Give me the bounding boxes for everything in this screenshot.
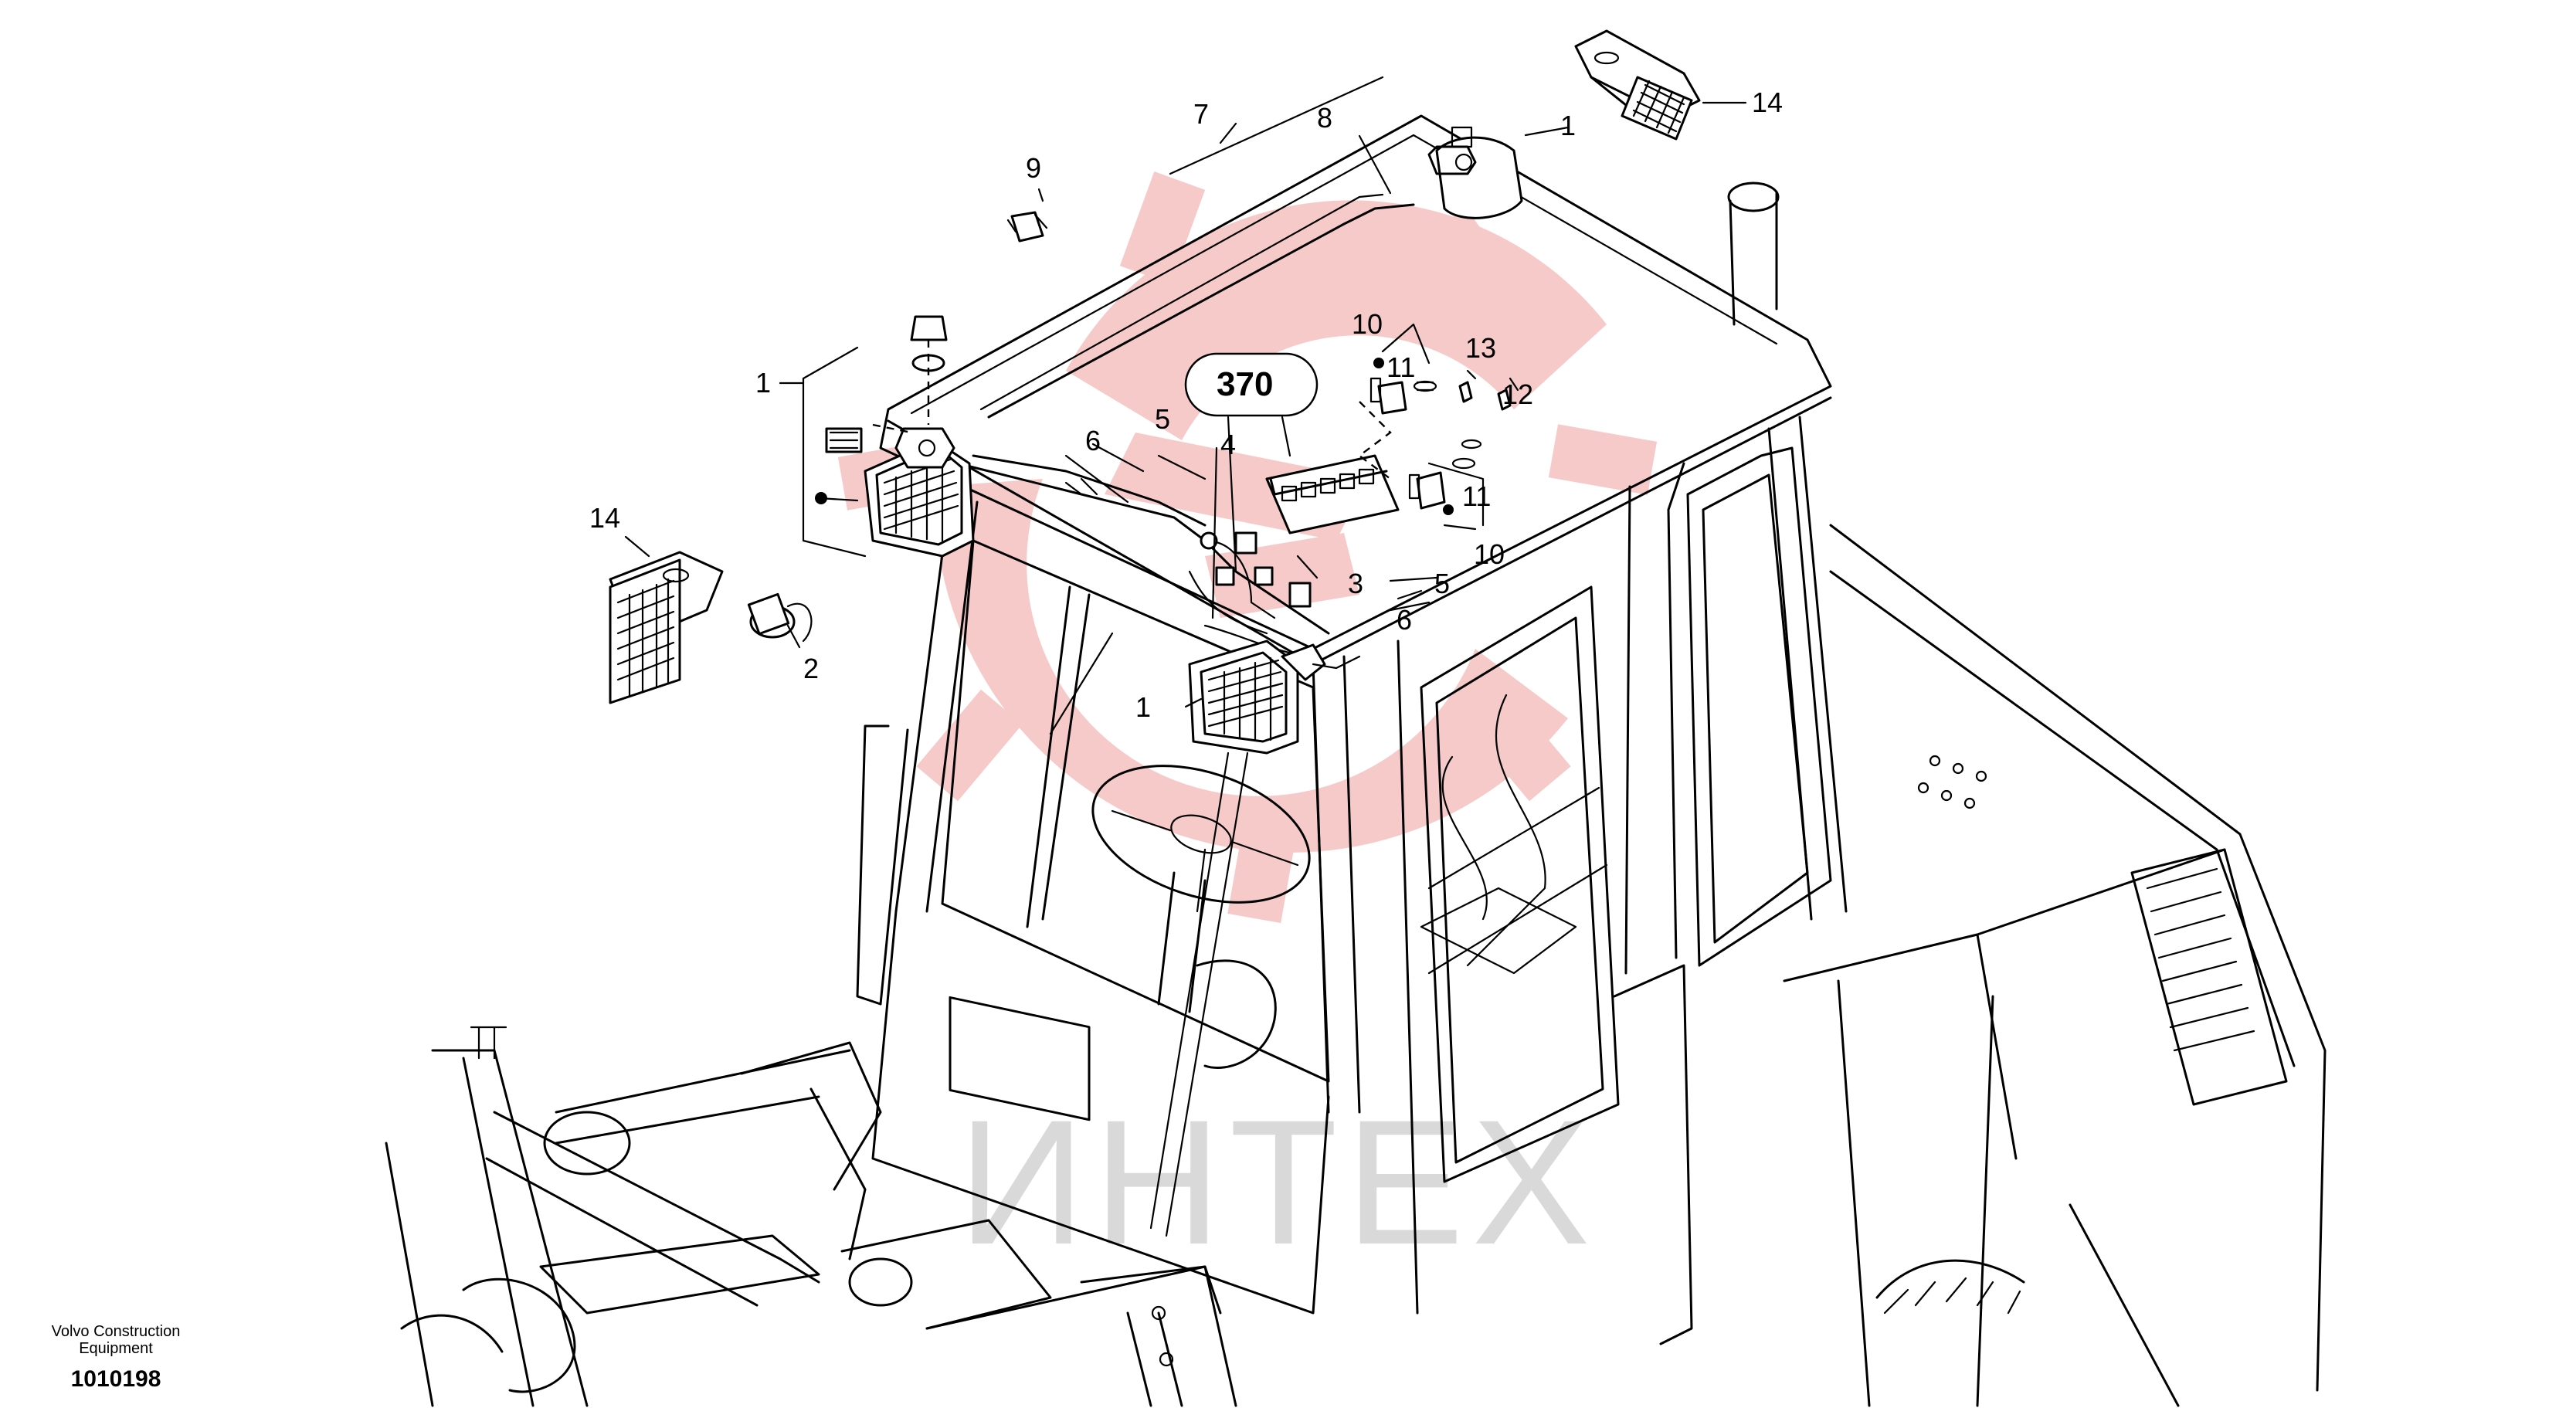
callout-5-right: 5 xyxy=(1434,568,1450,599)
callout-9: 9 xyxy=(1026,152,1041,184)
reference-box-370: 370 xyxy=(1184,352,1319,417)
callout-14-left: 14 xyxy=(589,502,620,534)
callout-8: 8 xyxy=(1317,102,1332,134)
wiring-harness xyxy=(956,193,1415,658)
callout-6-left: 6 xyxy=(1085,425,1101,456)
company-name-line1: Volvo Construction xyxy=(52,1323,181,1340)
drawing-number: 1010198 xyxy=(71,1366,161,1392)
callout-11-top: 11 xyxy=(1386,351,1415,383)
bulb-part xyxy=(747,592,813,643)
reference-number: 370 xyxy=(1217,365,1273,403)
callout-10-top: 10 xyxy=(1352,308,1383,340)
callout-10-bottom: 10 xyxy=(1474,538,1505,570)
callout-1-top-right: 1 xyxy=(1560,110,1576,141)
switch-assembly xyxy=(1358,358,1512,515)
callout-11-bottom: 11 xyxy=(1462,480,1491,512)
callout-1-front: 1 xyxy=(1135,691,1151,723)
callout-1-left: 1 xyxy=(755,367,771,399)
company-name-line2: Equipment xyxy=(79,1340,153,1357)
callout-6-right: 6 xyxy=(1397,604,1412,636)
callout-7: 7 xyxy=(1193,98,1209,130)
callout-14-top: 14 xyxy=(1752,87,1783,118)
reflector-plate-top xyxy=(1574,29,1701,141)
leader-lines xyxy=(624,76,1747,1237)
reflector-plate-left xyxy=(609,551,724,704)
watermark-text: ИНТЕХ xyxy=(958,1083,1598,1281)
work-light-left xyxy=(815,315,975,558)
callout-4: 4 xyxy=(1220,429,1236,460)
callout-13: 13 xyxy=(1465,332,1496,364)
callout-12: 12 xyxy=(1502,378,1533,410)
work-light-top-right xyxy=(1427,126,1523,219)
fuse-box xyxy=(1265,454,1400,534)
footer: Volvo Construction Equipment 1010198 xyxy=(52,1323,181,1392)
loader-line-art xyxy=(385,114,2327,1407)
work-light-front xyxy=(1188,640,1361,755)
callout-2: 2 xyxy=(803,653,819,684)
clip-part xyxy=(1006,211,1048,243)
callouts: 1 14 7 8 9 10 11 13 12 11 10 1 6 5 4 3 5… xyxy=(589,87,1783,723)
callout-3: 3 xyxy=(1348,568,1363,599)
callout-5-left: 5 xyxy=(1155,403,1170,435)
